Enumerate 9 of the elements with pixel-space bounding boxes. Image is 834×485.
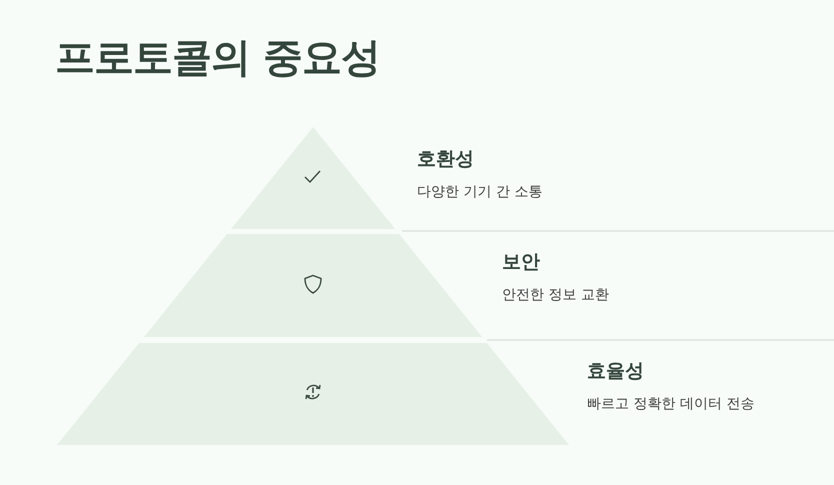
tier-description: 다양한 기기 간 소통 xyxy=(416,183,542,201)
pyramid-tier xyxy=(144,230,834,337)
tier-heading: 호환성 xyxy=(416,147,474,172)
pyramid-tier xyxy=(57,339,834,445)
tier-description: 안전한 정보 교환 xyxy=(502,286,609,304)
title: 프로토콜의 중요성 xyxy=(55,34,380,83)
tier-description: 빠르고 정확한 데이터 전송 xyxy=(587,395,754,413)
tier-heading: 보안 xyxy=(502,250,540,275)
tier-heading: 효율성 xyxy=(587,359,644,384)
